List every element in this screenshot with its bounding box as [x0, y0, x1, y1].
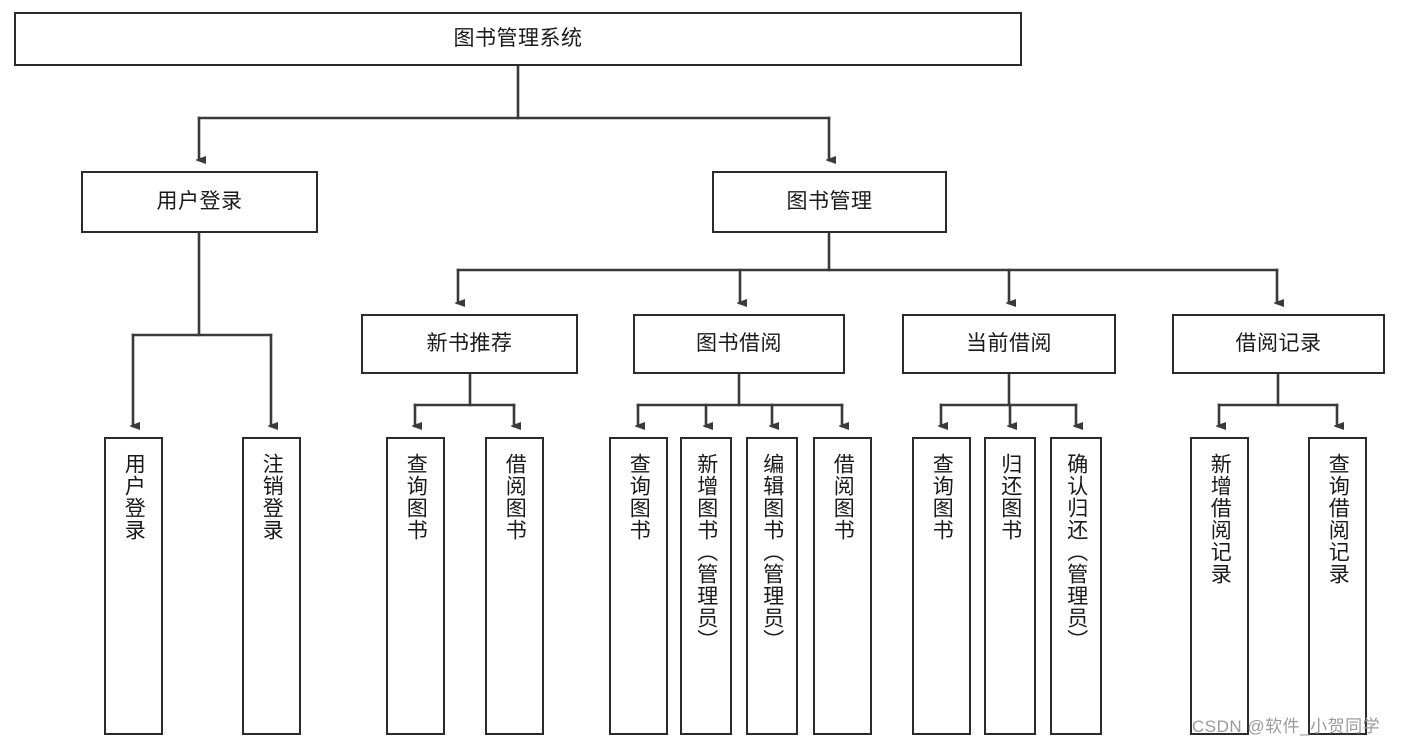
node-leaf-add-book[interactable]: 新增图书（管理员）: [680, 437, 732, 735]
node-leaf-query-record[interactable]: 查询借阅记录: [1308, 437, 1367, 735]
node-leaf-query-book-1-label: 查询图书: [404, 453, 428, 541]
node-leaf-query-book-3-label: 查询图书: [930, 453, 954, 541]
node-leaf-borrow-book-1-label: 借阅图书: [503, 453, 527, 541]
node-leaf-confirm-return-label: 确认归还（管理员）: [1064, 453, 1088, 651]
node-book-manage-label: 图书管理: [786, 189, 873, 213]
node-leaf-user-login-label: 用户登录: [122, 453, 146, 541]
node-user-login[interactable]: 用户登录: [81, 171, 318, 233]
node-root-label: 图书管理系统: [453, 26, 583, 50]
node-leaf-query-book-2-label: 查询图书: [627, 453, 651, 541]
node-leaf-return-book[interactable]: 归还图书: [984, 437, 1036, 735]
node-borrow-record[interactable]: 借阅记录: [1172, 314, 1385, 374]
node-leaf-add-record-label: 新增借阅记录: [1208, 453, 1232, 585]
node-leaf-query-record-label: 查询借阅记录: [1326, 453, 1350, 585]
node-leaf-query-book-2[interactable]: 查询图书: [609, 437, 668, 735]
node-leaf-confirm-return[interactable]: 确认归还（管理员）: [1050, 437, 1102, 735]
node-book-borrow[interactable]: 图书借阅: [633, 314, 845, 374]
node-leaf-user-login[interactable]: 用户登录: [104, 437, 163, 735]
watermark: CSDN @软件_小贺同学: [1192, 717, 1381, 736]
node-new-book-recommend[interactable]: 新书推荐: [361, 314, 578, 374]
node-borrow-record-label: 借阅记录: [1235, 331, 1322, 355]
node-leaf-add-book-label: 新增图书（管理员）: [694, 453, 718, 651]
node-leaf-add-record[interactable]: 新增借阅记录: [1190, 437, 1249, 735]
node-root[interactable]: 图书管理系统: [14, 12, 1022, 66]
node-current-borrow-label: 当前借阅: [966, 331, 1052, 355]
node-book-borrow-label: 图书借阅: [696, 331, 782, 355]
node-leaf-borrow-book-2-label: 借阅图书: [831, 453, 855, 541]
node-user-login-label: 用户登录: [156, 189, 243, 213]
node-book-manage[interactable]: 图书管理: [712, 171, 947, 233]
node-leaf-user-logout-label: 注销登录: [260, 453, 284, 541]
node-leaf-query-book-3[interactable]: 查询图书: [912, 437, 971, 735]
node-leaf-edit-book[interactable]: 编辑图书（管理员）: [746, 437, 798, 735]
node-new-book-recommend-label: 新书推荐: [426, 331, 513, 355]
node-leaf-return-book-label: 归还图书: [998, 453, 1022, 541]
node-leaf-user-logout[interactable]: 注销登录: [242, 437, 301, 735]
node-leaf-query-book-1[interactable]: 查询图书: [386, 437, 445, 735]
node-leaf-borrow-book-2[interactable]: 借阅图书: [813, 437, 872, 735]
node-leaf-edit-book-label: 编辑图书（管理员）: [760, 453, 784, 651]
node-current-borrow[interactable]: 当前借阅: [902, 314, 1116, 374]
node-leaf-borrow-book-1[interactable]: 借阅图书: [485, 437, 544, 735]
